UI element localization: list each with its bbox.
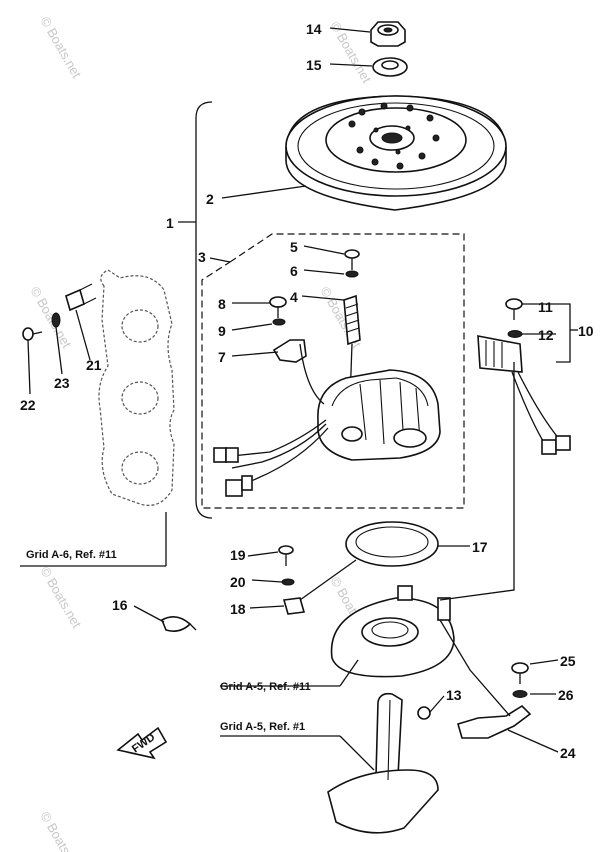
- watermark: © Boats.net: [37, 14, 84, 81]
- part-8-screw: [269, 296, 287, 318]
- callout-7: 7: [218, 349, 226, 365]
- part-17-seal-ring: [345, 521, 439, 567]
- callout-21: 21: [86, 357, 102, 373]
- callout-19: 19: [230, 547, 246, 563]
- part-26-washer: [512, 690, 528, 698]
- callout-1: 1: [166, 215, 174, 231]
- ref-grid-a5-11[interactable]: Grid A-5, Ref. #11: [220, 681, 311, 693]
- bracket-10: [556, 303, 571, 363]
- ref-grid-a6-11[interactable]: Grid A-6, Ref. #11: [26, 549, 117, 561]
- callout-3: 3: [198, 249, 206, 265]
- callout-20: 20: [230, 574, 246, 590]
- callout-8: 8: [218, 296, 226, 312]
- part-22-screw: [22, 327, 43, 341]
- part-13-pin: [417, 706, 431, 720]
- callout-5: 5: [290, 239, 298, 255]
- callout-15: 15: [306, 57, 322, 73]
- callout-6: 6: [290, 263, 298, 279]
- part-10-rectifier: [477, 335, 571, 455]
- reference-labels: Grid A-6, Ref. #11 Grid A-5, Ref. #11 Gr…: [26, 549, 311, 733]
- part-9-washer: [272, 318, 286, 326]
- callout-2: 2: [206, 191, 214, 207]
- fwd-arrow-icon: FWD: [116, 726, 168, 760]
- callout-10: 10: [578, 323, 594, 339]
- watermark: © Boats.net: [37, 809, 84, 852]
- flywheel-holes: [348, 102, 440, 170]
- part-15-washer: [372, 57, 408, 77]
- part-25-screw: [511, 662, 529, 684]
- watermark: © Boats.net: [37, 564, 84, 631]
- lower-plate: [330, 585, 455, 678]
- part-14-nut: [370, 21, 406, 47]
- part-20-washer: [281, 578, 295, 586]
- part-5-screw: [344, 249, 360, 270]
- callout-18: 18: [230, 601, 246, 617]
- cylinder-block-outline: [98, 269, 175, 506]
- callout-9: 9: [218, 323, 226, 339]
- part-2-flywheel: [285, 95, 507, 211]
- callout-13: 13: [446, 687, 462, 703]
- part-24-link: [457, 704, 532, 739]
- assembly-3-box: [201, 233, 465, 509]
- part-19-screw: [278, 545, 294, 566]
- stator-wiring: [213, 343, 329, 497]
- watermark: © Boats.net: [27, 284, 74, 351]
- part-6-washer: [345, 270, 359, 278]
- callout-16: 16: [112, 597, 128, 613]
- part-3-stator: [317, 369, 441, 461]
- part-16-clip: [160, 616, 197, 632]
- callout-17: 17: [472, 539, 488, 555]
- leader-lines: [20, 27, 559, 771]
- callout-25: 25: [560, 653, 576, 669]
- callout-numbers: 14 15 2 1 3 5 6 4 8 9 7 11 12 10 21 23 2…: [20, 21, 594, 761]
- callout-23: 23: [54, 375, 70, 391]
- part-18-clamp: [282, 597, 306, 615]
- part-21-sensor: [65, 283, 97, 312]
- part-12-washer: [507, 330, 523, 338]
- part-23-washer: [51, 312, 61, 328]
- callout-11: 11: [538, 299, 553, 315]
- callout-12: 12: [538, 327, 554, 343]
- callout-22: 22: [20, 397, 36, 413]
- callout-14: 14: [306, 21, 322, 37]
- throttle-arm: [327, 692, 439, 834]
- ref-grid-a5-1[interactable]: Grid A-5, Ref. #1: [220, 721, 305, 733]
- bracket-1: [195, 101, 213, 519]
- part-11-screw: [505, 298, 523, 320]
- callout-26: 26: [558, 687, 574, 703]
- part-7-clamp: [272, 339, 307, 363]
- callout-24: 24: [560, 745, 576, 761]
- callout-4: 4: [290, 289, 298, 305]
